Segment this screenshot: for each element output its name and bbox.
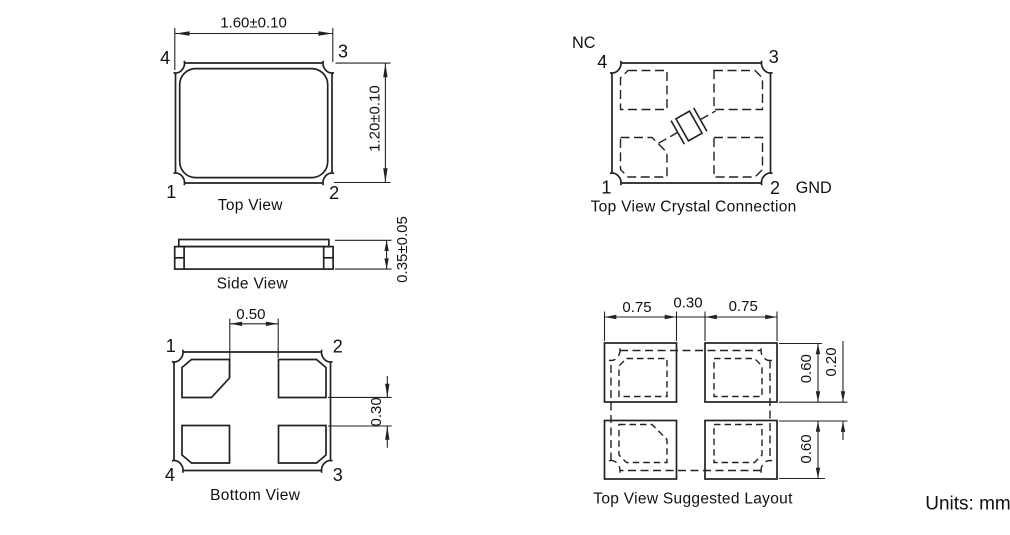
- svg-text:0.75: 0.75: [729, 298, 758, 315]
- svg-text:2: 2: [329, 183, 339, 203]
- svg-text:Bottom View: Bottom View: [210, 487, 301, 504]
- svg-text:3: 3: [333, 465, 343, 485]
- svg-text:1.20±0.10: 1.20±0.10: [366, 85, 383, 152]
- svg-text:4: 4: [160, 48, 170, 68]
- svg-text:1.60±0.10: 1.60±0.10: [220, 15, 287, 32]
- svg-text:Units: mm: Units: mm: [925, 494, 1010, 515]
- svg-text:Top View: Top View: [218, 197, 284, 214]
- svg-text:0.20: 0.20: [823, 347, 840, 376]
- svg-text:0.30: 0.30: [673, 294, 702, 311]
- svg-text:1: 1: [601, 177, 611, 197]
- svg-text:NC: NC: [572, 34, 596, 52]
- svg-text:3: 3: [769, 47, 779, 67]
- svg-text:3: 3: [338, 41, 348, 61]
- svg-text:0.35±0.05: 0.35±0.05: [394, 216, 411, 283]
- svg-text:2: 2: [770, 178, 780, 198]
- svg-text:4: 4: [165, 465, 175, 485]
- svg-text:0.30: 0.30: [368, 397, 385, 426]
- svg-text:1: 1: [166, 336, 176, 356]
- svg-text:Side View: Side View: [217, 275, 289, 292]
- svg-text:Top View Suggested Layout: Top View Suggested Layout: [593, 491, 793, 508]
- svg-text:GND: GND: [796, 179, 832, 197]
- svg-text:0.75: 0.75: [622, 299, 651, 316]
- svg-text:2: 2: [333, 337, 343, 357]
- svg-text:Top View Crystal Connection: Top View Crystal Connection: [591, 199, 797, 216]
- svg-text:1: 1: [166, 182, 176, 202]
- svg-text:0.60: 0.60: [798, 354, 815, 383]
- svg-text:0.50: 0.50: [236, 306, 265, 323]
- svg-text:0.60: 0.60: [798, 434, 815, 463]
- svg-text:4: 4: [597, 52, 607, 72]
